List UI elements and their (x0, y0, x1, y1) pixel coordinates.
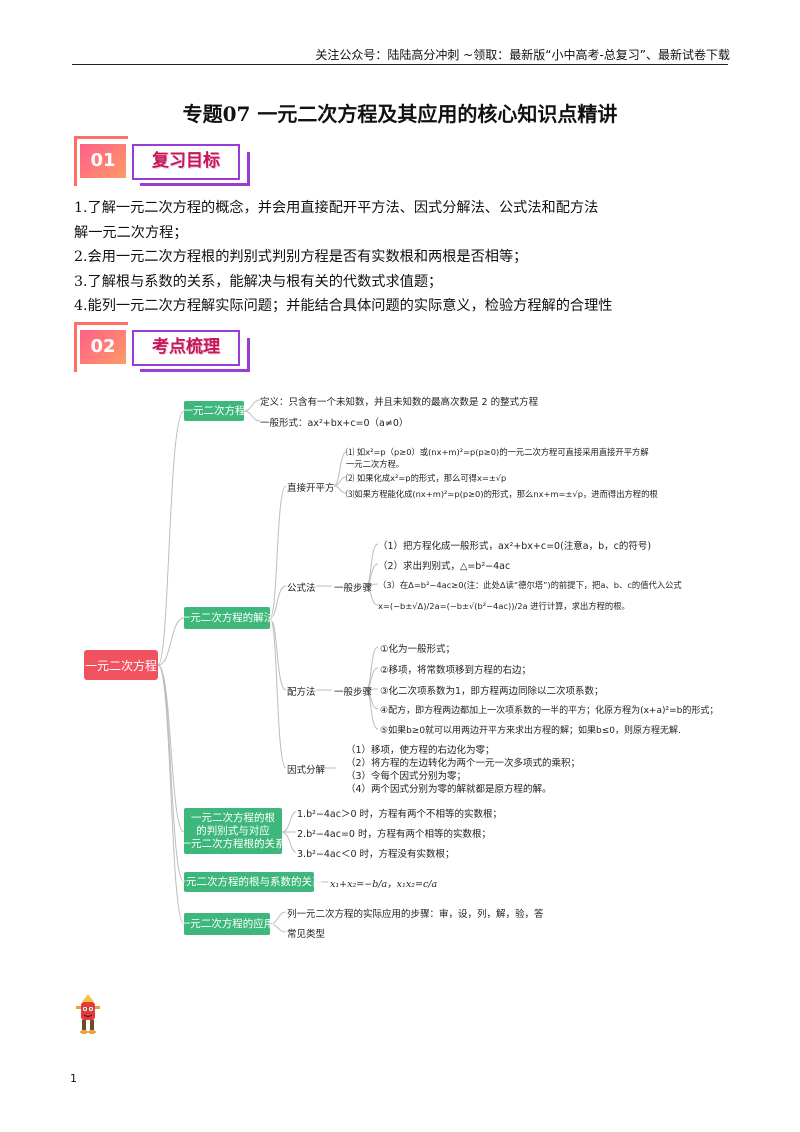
completing-step: ①化为一般形式； (380, 644, 456, 655)
completing-step: ②移项，将常数项移到方程的右边； (380, 665, 532, 676)
connector (157, 664, 185, 833)
node-application: 一元二次方程的应用 (180, 913, 274, 935)
completing-step: ⑤如果b≥0就可以用两边开平方来求出方程的解；如果b≤0，则原方程无解. (380, 726, 681, 736)
direct-item: 一元二次方程。 (346, 459, 405, 469)
goals-list: 1.了解一元二次方程的概念，并会用直接配开平方法、因式分解法、公式法和配方法 解… (74, 196, 734, 319)
method-formula: 公式法 (287, 583, 316, 594)
pencil-mascot-icon (76, 994, 100, 1034)
completing-steps-label: 一般步骤 (334, 687, 373, 698)
goal-item: 3.了解根与系数的关系，能解决与根有关的代数式求值题； (74, 273, 443, 290)
connector (157, 410, 185, 666)
method-completing-square: 配方法 (287, 687, 316, 698)
completing-step: ④配方，即方程两边都加上一次项系数的一半的平方；化原方程为(x+a)²=b的形式… (380, 706, 719, 716)
section-number: 02 (80, 330, 126, 364)
node-solving-methods: 一元二次方程的解法 (180, 607, 274, 629)
badge-frame-right (140, 152, 250, 186)
factoring-step: （1）移项，使方程的右边化为零； (346, 745, 495, 756)
badge-frame-left (74, 322, 128, 372)
section-badge-01: 01 复习目标 (74, 136, 252, 186)
formula-step: （1）把方程化成一般形式，ax²+bx+c=0(注意a，b，c的符号) (378, 541, 652, 552)
node-line: 一元二次方程根的关系 (180, 837, 286, 850)
node-vieta: 一元二次方程的根与系数的关系 (176, 872, 323, 892)
goal-item: 4.能列一元二次方程解实际问题；并能结合具体问题的实际意义，检验方程解的合理性 (74, 298, 613, 314)
method-direct-sqrt: 直接开平方 (287, 483, 335, 494)
vieta-formula: x₁+x₂=−b/a，x₁x₂=c/a (330, 879, 438, 890)
direct-item: ⑶如果方程能化成(nx+m)²=p(p≥0)的形式，那么nx+m=±√p，进而得… (346, 489, 658, 499)
page-number: 1 (70, 1072, 77, 1085)
page-title: 专题07 一元二次方程及其应用的核心知识点精讲 (182, 102, 618, 126)
discriminant-case: 2.b²−4ac=0 时，方程有两个相等的实数根； (297, 829, 491, 840)
completing-step: ③化二次项系数为1，即方程两边同除以二次项系数； (380, 686, 604, 697)
method-factoring: 因式分解 (287, 765, 326, 776)
formula-step: x=(−b±√Δ)/2a=(−b±√(b²−4ac))/2a 进行计算，求出方程… (378, 601, 630, 611)
general-form-text: 一般形式：ax²+bx+c=0（a≠0） (260, 418, 409, 429)
application-item: 列一元二次方程的实际应用的步骤：审，设，列，解，验，答 (287, 909, 544, 920)
factoring-step: （3）令每个因式分别为零； (346, 771, 467, 782)
goal-item: 2.会用一元二次方程根的判别式判别方程是否有实数根和两根是否相等； (74, 249, 528, 265)
badge-frame-left (74, 136, 128, 186)
application-item: 常见类型 (287, 929, 326, 940)
factoring-step: （2）将方程的左边转化为两个一元一次多项式的乘积； (346, 758, 581, 769)
goal-item: 解一元二次方程； (74, 224, 188, 241)
formula-steps-label: 一般步骤 (334, 583, 373, 594)
definition-text: 定义：只含有一个未知数，并且未知数的最高次数是 2 的整式方程 (260, 397, 539, 408)
formula-step: （3）在Δ=b²−4ac≥0(注：此处Δ读“德尔塔”)的前提下，把a、b、c的值… (378, 580, 682, 590)
formula-step: （2）求出判别式，△=b²−4ac (378, 561, 511, 572)
node-definition: 一元二次方程 (183, 401, 246, 421)
connector (157, 617, 185, 666)
section-label: 复习目标 (132, 144, 240, 180)
goal-item: 1.了解一元二次方程的概念，并会用直接配开平方法、因式分解法、公式法和配方法 (74, 200, 599, 216)
direct-item: ⑵ 如果化成x²=p的形式，那么可得x=±√p (346, 473, 507, 483)
node-discriminant: 一元二次方程的根 的判别式与对应 一元二次方程根的关系 (181, 808, 286, 854)
section-label: 考点梳理 (132, 330, 240, 366)
mind-map-root: 一元二次方程 (84, 650, 158, 680)
discriminant-case: 1.b²−4ac＞0 时，方程有两个不相等的实数根； (297, 809, 503, 820)
badge-frame-right (140, 338, 250, 372)
header-rule (72, 64, 728, 65)
connector (157, 664, 185, 925)
section-badge-02: 02 考点梳理 (74, 322, 252, 372)
node-line: 一元二次方程的根 (191, 811, 275, 824)
direct-item: ⑴ 如x²=p（p≥0）或(nx+m)²=p(p≥0)的一元二次方程可直接采用直… (346, 447, 649, 457)
node-line: 的判别式与对应 (196, 824, 270, 837)
discriminant-case: 3.b²−4ac＜0 时，方程没有实数根； (297, 849, 455, 860)
header-note: 关注公众号：陆陆高分冲刺 ~领取：最新版“小中高考-总复习”、最新试卷下载 (315, 48, 730, 62)
section-number: 01 (80, 144, 126, 178)
factoring-step: （4）两个因式分别为零的解就都是原方程的解。 (346, 784, 552, 795)
